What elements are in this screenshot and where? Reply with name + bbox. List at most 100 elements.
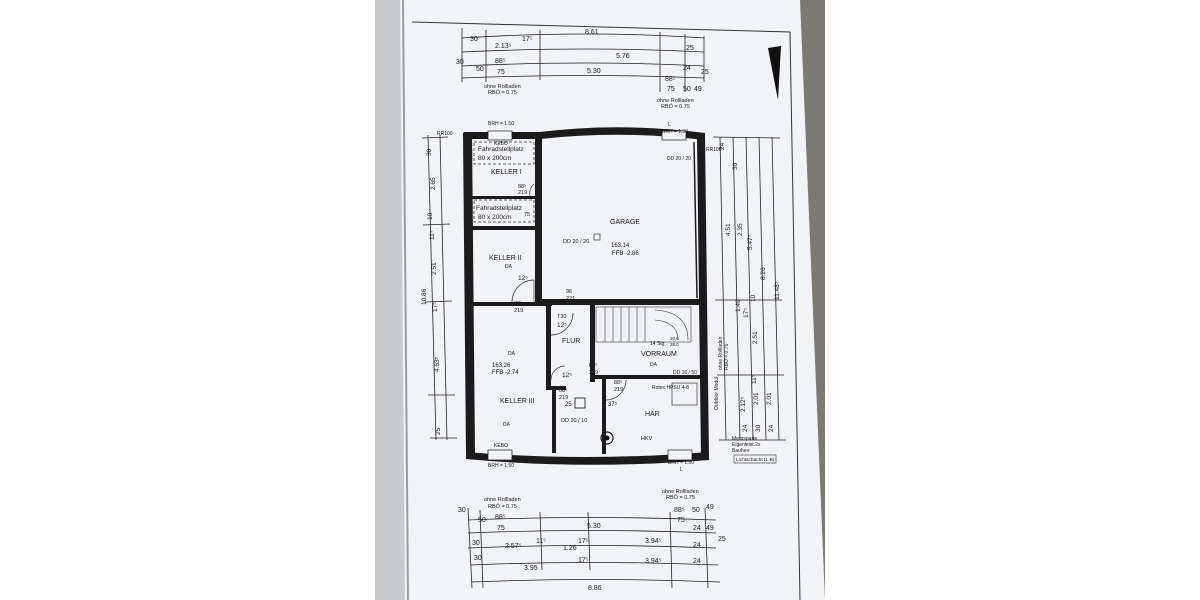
bottom-dim-50a: 50 <box>478 517 486 524</box>
left-rr100: RR100 <box>437 131 453 137</box>
brh-bottom-right: BRH = 1.50 <box>668 460 694 466</box>
keller2-door-w: 88⁵ <box>514 300 522 307</box>
keller2-door-h: 219 <box>514 308 523 314</box>
mehrsparte-1: Mehrsparte <box>732 436 758 442</box>
right-dim-30b: 30 <box>755 424 762 432</box>
left-dim-10: 10 <box>427 212 434 220</box>
vorraum-door-w: 88⁵ <box>589 362 597 369</box>
bottom-dim-24c: 24 <box>693 558 701 565</box>
right-dim-175: 17⁵ <box>743 308 750 318</box>
stairs-label-1: 14 Stg <box>650 341 665 347</box>
photo-background-left <box>375 0 405 600</box>
bottom-dim-30a: 30 <box>458 507 466 514</box>
left-dim-251: 2.51 <box>431 262 438 275</box>
bottom-dim-75b: 75 <box>677 517 685 524</box>
mehrsparte-3: Bauherr <box>732 448 750 454</box>
room-fahrrad2-line1: Fahradstellplatz <box>476 205 522 212</box>
brh-top-left: BRH = 1.50 <box>488 121 514 127</box>
keller3-area: 163,26 <box>492 363 511 369</box>
keller3-da: DA <box>508 351 516 357</box>
dd-garage: DD 20 / 20 <box>563 239 589 245</box>
room-garage: GARAGE <box>610 219 640 226</box>
top-dim-25b: 25 <box>701 69 709 76</box>
sheet-edge-shadow <box>402 0 409 600</box>
har-375: 37⁵ <box>608 401 618 408</box>
top-dim-49: 49 <box>694 86 702 93</box>
right-dim-5475: 5.47⁵ <box>747 234 754 250</box>
garage-ffb: FFB -2.86 <box>612 251 639 257</box>
left-dimensions <box>421 134 457 441</box>
bottom-dim-3945b: 3.94⁵ <box>645 558 662 565</box>
dd-flur: DD 20 / 10 <box>561 418 587 424</box>
bottom-dim-885a: 88⁵ <box>495 514 506 521</box>
bottom-dimensions <box>467 507 721 589</box>
bottom-dim-175a: 17⁵ <box>578 538 589 545</box>
keller2-da: DA <box>505 264 513 270</box>
top-dim-885a: 88⁵ <box>495 58 506 65</box>
ohne-rolladen-side-2: RBÖ = 0.75 <box>723 344 730 370</box>
bottom-dim-30b: 30 <box>472 540 480 547</box>
door-swings <box>511 183 627 401</box>
bottom-dim-126: 1.26 <box>563 545 577 552</box>
right-dim-24a: 24 <box>719 142 726 150</box>
equipment <box>574 233 698 445</box>
staircase <box>595 306 692 343</box>
brh-top-right: BRH = 1.50 <box>662 129 688 135</box>
door-keller1-side: 75 <box>524 212 530 218</box>
top-dim-175: 17⁵ <box>522 36 533 43</box>
right-dim-201a: 2.01 <box>753 392 760 405</box>
left-dim-4635: 4.63⁵ <box>434 356 441 372</box>
room-flur: FLUR <box>562 338 580 345</box>
stairs-label-3: 28.0 <box>670 342 679 347</box>
hkv-label: HKV <box>641 436 653 442</box>
flur-door2-h: 219 <box>559 395 568 401</box>
left-dim-1086: 10.86 <box>421 288 428 305</box>
left-dim-175: 17⁵ <box>432 302 439 312</box>
kebo-bottom: KEBO <box>494 443 508 449</box>
room-keller1: KELLER I <box>491 169 522 176</box>
vorraum-da: DA <box>650 362 658 368</box>
bottom-dim-395: 3.95 <box>524 565 538 572</box>
bottom-dim-886: 8.86 <box>588 585 602 592</box>
door-keller1-height: 219 <box>518 190 527 196</box>
bottom-dim-3945a: 3.94⁵ <box>645 538 662 545</box>
top-dimensions <box>461 28 705 92</box>
lichtschacht-label: Lichtschacht (L.B) <box>736 457 775 463</box>
room-vorraum: VORRAUM <box>641 351 677 358</box>
flur-door2-w: 88⁵ <box>559 387 567 394</box>
boiler-icon <box>600 431 614 445</box>
flur-door2-width: 12⁵ <box>562 372 572 379</box>
har-door-h: 219 <box>614 387 623 393</box>
bottom-dim-75a: 75 <box>497 525 505 532</box>
right-dim-149: 1.49 <box>735 299 742 312</box>
top-dim-213: 2.13⁵ <box>495 43 512 50</box>
top-dim-576: 5.76 <box>616 53 630 60</box>
bottom-dim-2575: 2.57⁵ <box>505 543 522 550</box>
mehrsparte-2: Eigenleist.2s <box>732 442 761 448</box>
bottom-dim-49b: 49 <box>706 525 714 532</box>
right-dim-826: 8.26 <box>760 267 767 280</box>
har-25: 25 <box>565 402 572 408</box>
bottom-dim-115: 11⁵ <box>536 538 546 545</box>
ohne-rolladen-side-1: ohne Rollladen <box>718 336 724 370</box>
right-dimensions <box>712 136 786 441</box>
right-dim-24b: 24 <box>742 424 749 432</box>
top-dim-75b: 75 <box>667 86 675 93</box>
dd-garage-top: DD 20 / 20 <box>667 156 691 162</box>
top-dim-25a: 25 <box>686 45 694 52</box>
bike-spaces <box>473 141 535 223</box>
outdoor-label: Outdoor Modul <box>714 377 720 410</box>
right-dim-2125: 2.12⁵ <box>740 396 747 412</box>
bottom-note-left-1: ohne Rollladen <box>484 497 521 503</box>
bottom-dim-49a: 49 <box>706 504 714 511</box>
vorraum-door-h: 219 <box>589 370 598 376</box>
top-note-left-1: ohne Rollladen <box>484 84 521 90</box>
room-fahrrad2-line2: 80 x 200cm <box>478 214 512 221</box>
right-dim-235: 2.35 <box>737 223 744 236</box>
lichtschacht-box <box>733 454 777 464</box>
bottom-dim-24a: 24 <box>693 525 701 532</box>
stairs-label-2: 20.0 <box>670 336 679 341</box>
keller2-door-width: 12⁵ <box>518 275 528 282</box>
room-keller2: KELLER II <box>489 255 522 262</box>
